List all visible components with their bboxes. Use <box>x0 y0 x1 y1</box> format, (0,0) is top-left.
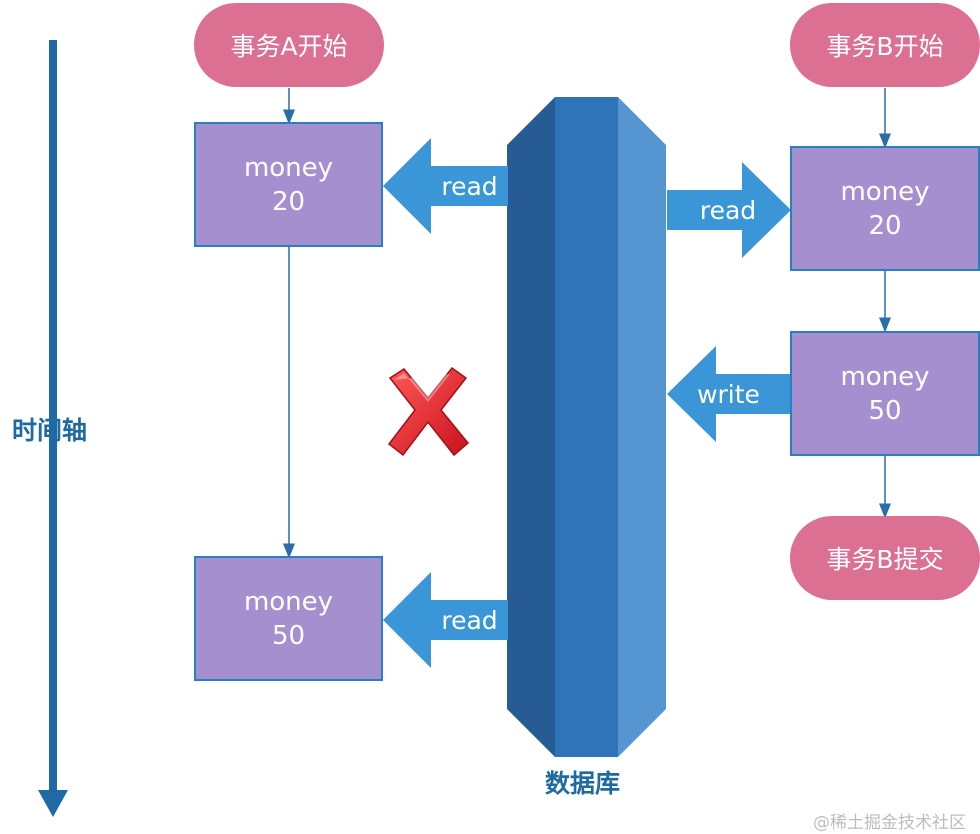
timeline-axis <box>38 40 68 817</box>
arrow-b-read <box>667 162 791 258</box>
box-field-value: 20 <box>271 186 306 217</box>
transaction-b-box2: money 50 <box>790 331 980 456</box>
watermark: @稀土掘金技术社区 <box>813 813 966 833</box>
box-field-value: 50 <box>868 395 902 426</box>
transaction-b-box1: money 20 <box>790 146 980 271</box>
database-label: 数据库 <box>545 769 621 798</box>
arrow-b-read-label: read <box>699 195 757 225</box>
box-field-name: money <box>243 586 334 617</box>
arrow-a-read-1-label: read <box>441 171 498 201</box>
arrow-b-write <box>667 346 791 442</box>
arrow-a-read-1 <box>383 138 508 234</box>
arrow-a-read-2-label: read <box>441 605 498 635</box>
transaction-b-start: 事务B开始 <box>790 3 980 87</box>
cross-mark-icon <box>387 366 470 457</box>
arrow-a-read-2 <box>383 572 508 668</box>
database-shape <box>507 97 666 757</box>
arrow-b-write-label: write <box>697 379 760 409</box>
transaction-a-start: 事务A开始 <box>194 3 384 87</box>
transaction-a-box1: money 20 <box>194 122 383 247</box>
transaction-a-box2: money 50 <box>194 556 383 681</box>
box-field-name: money <box>243 152 334 183</box>
box-field-name: money <box>840 176 930 207</box>
box-field-value: 20 <box>868 210 902 241</box>
box-field-value: 50 <box>271 620 306 651</box>
box-field-name: money <box>840 361 930 392</box>
transaction-b-commit: 事务B提交 <box>790 516 980 600</box>
timeline-label: 时间轴 <box>12 416 88 445</box>
